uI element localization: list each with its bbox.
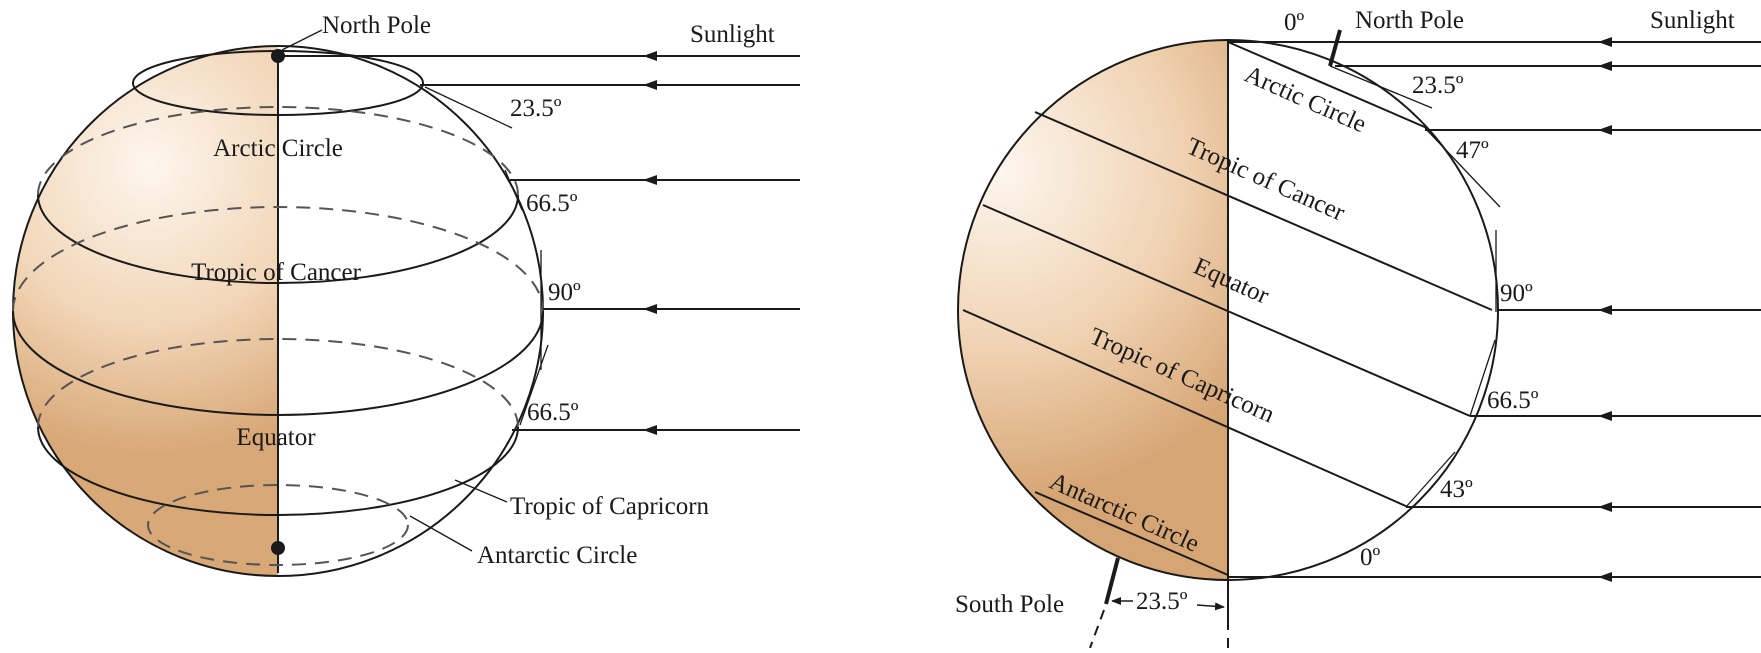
left-cancer-back [37,106,519,196]
right-angle-cancer: 47º [1456,137,1489,164]
right-globe [957,29,1499,649]
right-tangent-lines [1329,65,1501,508]
left-antarctic-circle-label: Antarctic Circle [477,542,637,569]
right-axial-tilt-angle: 23.5º [1136,588,1188,615]
left-capricorn-back [37,338,519,428]
right-north-pole-stub [1328,29,1342,67]
left-sunlight-rays [278,51,800,435]
right-angle-equator: 90º [1500,280,1533,307]
left-equator-front [12,310,544,416]
right-south-pole-label: South Pole [955,591,1064,618]
left-cancer-front [37,194,519,284]
left-angle-cancer: 66.5º [526,190,578,217]
right-tropic-of-capricorn-line [962,309,1409,508]
left-angle-capricorn: 66.5º [527,399,579,426]
right-axial-tilt-dimension [1111,597,1225,611]
left-equator-label: Equator [236,424,316,451]
left-north-pole-label: North Pole [322,12,431,39]
right-bottom-angle: 0º [1360,544,1381,571]
right-tropic-of-cancer-line [1034,111,1493,311]
left-tangent-capricorn [519,344,549,426]
left-sunlight-label: Sunlight [690,21,775,48]
left-arctic-circle-label: Arctic Circle [213,135,343,162]
right-equator-line [982,204,1471,417]
left-tangent-lines [281,29,549,552]
left-tangent-arctic [424,86,513,129]
right-angle-antarctic: 43º [1440,476,1473,503]
left-globe-shaded-half [13,46,278,576]
left-antarctic-leader [409,515,473,552]
right-antarctic-circle-line [1034,491,1229,576]
right-north-pole-label: North Pole [1355,7,1464,34]
left-globe [12,45,544,577]
right-tangent-antarctic [1405,451,1456,508]
left-capricorn-front [37,426,519,516]
right-south-pole-stub [1104,557,1120,605]
left-equator-back [12,206,544,312]
left-angle-arctic: 23.5º [510,95,562,122]
right-globe-shaded-half [958,40,1228,580]
left-antarctic-circle-ellipse [147,484,409,566]
left-south-pole-dot [271,541,285,555]
right-arctic-circle-top-line [1227,41,1428,129]
right-angle-capricorn: 66.5º [1487,387,1539,414]
left-tropic-of-capricorn-label: Tropic of Capricorn [510,493,710,520]
left-capricorn-leader [454,479,508,503]
right-tangent-cancer [1424,127,1501,208]
right-arctic-circle-label: Arctic Circle [1241,61,1371,138]
left-tropic-of-cancer-label: Tropic of Cancer [191,259,362,286]
right-south-pole-axis-extension [1089,609,1105,649]
right-sunlight-label: Sunlight [1650,7,1735,34]
left-angle-equator: 90º [548,279,581,306]
right-top-angle: 0º [1284,9,1305,36]
right-tangent-arctic [1329,65,1433,109]
right-sunlight-rays [1228,37,1761,582]
tilt-arrow-right [1196,602,1225,611]
right-tangent-capricorn [1469,339,1496,417]
left-tangent-cancer [504,169,523,211]
right-angle-arctic: 23.5º [1412,72,1464,99]
left-north-pole-leader [281,29,323,51]
